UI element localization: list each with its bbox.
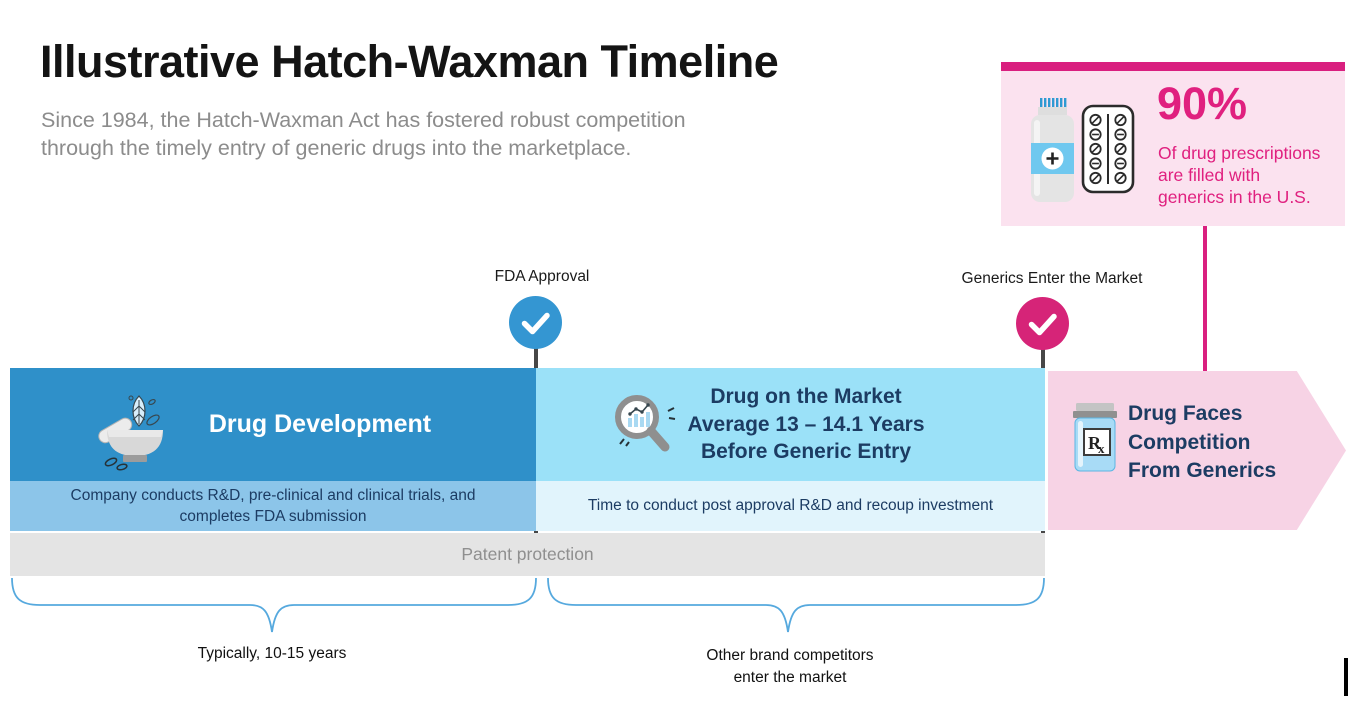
segment-drug-development: Drug Development [10, 368, 536, 481]
milestone-label-generics-enter: Generics Enter the Market [961, 270, 1143, 287]
patent-protection-bar: Patent protection [10, 533, 1045, 576]
medicine-bottle-icon [1031, 98, 1074, 202]
market-title-line-3: Before Generic Entry [700, 440, 912, 464]
stat-value: 90% [1157, 78, 1248, 129]
callout-accent-strip [1001, 62, 1345, 71]
mortar-pestle-icon [98, 395, 163, 471]
magnifying-glass-chart-icon [615, 395, 676, 452]
stat-desc-line-1: Of drug prescriptions [1158, 143, 1321, 163]
segment-title-drug-on-market: Drug on the Market Average 13 – 14.1 Yea… [636, 368, 976, 481]
brace-right-line-2: enter the market [733, 669, 847, 686]
segment-generics-competition-arrow: R x Drug Faces Competition From Generics [1048, 371, 1346, 530]
brace-right [547, 577, 1045, 633]
segment-drug-on-market: Drug on the Market Average 13 – 14.1 Yea… [536, 368, 1045, 481]
generics-title-line-3: From Generics [1128, 459, 1277, 482]
segment-title-generics-competition: Drug Faces Competition From Generics [1128, 400, 1276, 486]
pill-blister-pack-icon [1081, 104, 1135, 194]
note-drug-development: Company conducts R&D, pre-clinical and c… [10, 481, 536, 531]
brace-left [11, 577, 537, 633]
subtitle-line-2: through the timely entry of generic drug… [41, 136, 632, 160]
market-title-line-2: Average 13 – 14.1 Years [687, 412, 925, 436]
svg-text:R: R [1088, 433, 1102, 453]
market-title-line-1: Drug on the Market [710, 385, 902, 409]
subtitle-line-1: Since 1984, the Hatch-Waxman Act has fos… [41, 108, 686, 132]
brace-label-development-duration: Typically, 10-15 years [197, 645, 347, 662]
brace-right-line-1: Other brand competitors [706, 647, 874, 664]
segment-title-drug-development: Drug Development [208, 410, 432, 438]
brace-label-brand-competitors: Other brand competitors enter the market [640, 645, 940, 689]
patent-protection-label: Patent protection [461, 544, 594, 564]
note-drug-on-market: Time to conduct post approval R&D and re… [536, 481, 1045, 531]
generics-check-icon [1016, 297, 1069, 350]
generics-stat-callout: 90% Of drug prescriptions are filled wit… [1001, 62, 1345, 226]
page-subtitle: Since 1984, the Hatch-Waxman Act has fos… [41, 106, 686, 162]
stat-description: Of drug prescriptions are filled with ge… [1158, 142, 1320, 208]
stat-desc-line-2: are filled with [1158, 165, 1261, 185]
stat-desc-line-3: generics in the U.S. [1158, 187, 1311, 207]
milestone-label-fda-approval: FDA Approval [494, 268, 590, 285]
page-title: Illustrative Hatch-Waxman Timeline [40, 36, 779, 87]
text-cursor-artifact [1344, 658, 1348, 696]
timeline-braces [11, 577, 1045, 633]
svg-text:x: x [1098, 441, 1105, 456]
stat-callout-connector-line [1203, 226, 1207, 372]
fda-check-icon [509, 296, 562, 349]
generics-title-line-1: Drug Faces [1128, 402, 1243, 425]
generics-title-line-2: Competition [1128, 430, 1251, 454]
rx-pill-bottle-icon: R x [1073, 403, 1117, 472]
